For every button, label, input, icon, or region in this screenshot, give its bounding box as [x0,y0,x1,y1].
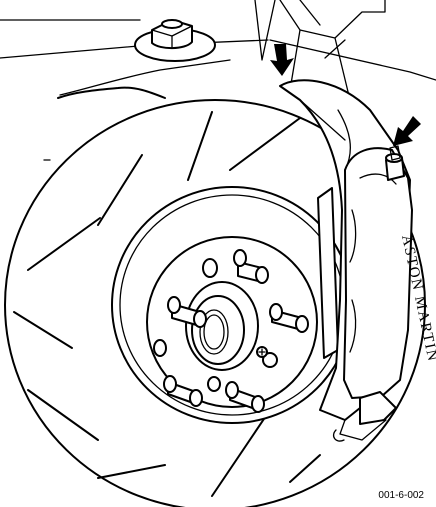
pointer-arrow-left [270,44,294,76]
wheel-studs [163,249,309,413]
wheel-stud [163,375,203,407]
mounting-bolt [134,19,216,62]
retaining-pin [256,346,268,358]
chassis-background [0,0,436,101]
wheel-stud [233,249,269,284]
figure-code: 001-6-002 [378,490,424,501]
wheel-stud [225,381,265,413]
pointer-arrow-right [393,116,421,146]
brake-caliper [279,79,413,442]
wheel-stud [167,296,207,328]
location-holes [153,258,278,392]
hub-centre [185,281,259,371]
wheel-stud [269,303,309,333]
